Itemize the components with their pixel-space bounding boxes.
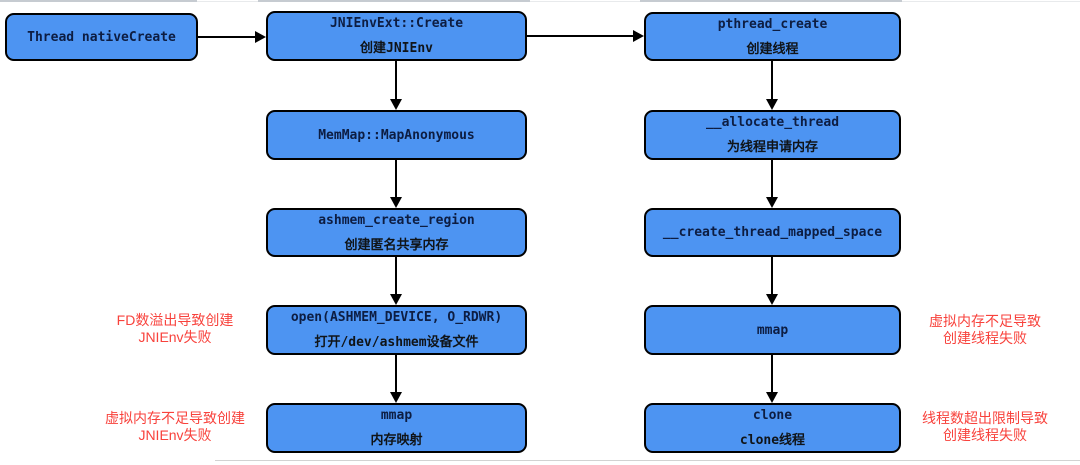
node-title: Thread nativeCreate — [27, 29, 176, 45]
arrow-memmap-to-ashmem — [390, 160, 402, 208]
annotation-line: 虚拟内存不足导致 — [929, 313, 1041, 329]
node-memmap-map-anonymous: MemMap::MapAnonymous — [266, 110, 527, 160]
annotation-line: 创建线程失败 — [943, 330, 1027, 346]
arrow-mapped-space-to-mmap — [766, 257, 778, 305]
arrow-pthread-to-allocate — [766, 61, 778, 110]
cropped-top-edge-segment — [0, 0, 197, 2]
annotation-vm-insufficient-jnienv: 虚拟内存不足导致创建 JNIEnv失败 — [80, 410, 270, 444]
node-allocate-thread: __allocate_thread 为线程申请内存 — [644, 110, 901, 160]
node-mmap-jni: mmap 内存映射 — [266, 403, 527, 453]
annotation-vm-insufficient-thread: 虚拟内存不足导致 创建线程失败 — [890, 313, 1080, 347]
node-subtitle: 打开/dev/ashmem设备文件 — [314, 335, 479, 350]
annotation-line: JNIEnv失败 — [138, 329, 212, 345]
node-title: __allocate_thread — [705, 115, 840, 130]
arrow-thread-to-jnienv — [198, 31, 266, 43]
node-title: __create_thread_mapped_space — [662, 225, 883, 240]
node-subtitle: 创建线程 — [746, 41, 799, 57]
node-ashmem-create-region: ashmem_create_region 创建匿名共享内存 — [266, 208, 527, 257]
annotation-line: 虚拟内存不足导致创建 — [105, 410, 245, 426]
annotation-fd-overflow: FD数溢出导致创建 JNIEnv失败 — [80, 312, 270, 346]
annotation-line: 创建线程失败 — [943, 427, 1027, 443]
node-subtitle: 为线程申请内存 — [726, 140, 818, 155]
node-open-ashmem-device: open(ASHMEM_DEVICE, O_RDWR) 打开/dev/ashme… — [266, 305, 527, 355]
node-mmap-thread: mmap — [644, 305, 901, 355]
cropped-top-edge-line — [0, 1, 1080, 2]
node-subtitle: clone线程 — [739, 433, 806, 448]
arrow-mmap-to-clone — [766, 355, 778, 403]
node-pthread-create: pthread_create 创建线程 — [644, 12, 901, 61]
node-subtitle: 创建JNIEnv — [360, 41, 433, 56]
node-jnienv-ext-create: JNIEnvExt::Create 创建JNIEnv — [266, 11, 527, 61]
node-create-thread-mapped-space: __create_thread_mapped_space — [644, 208, 901, 257]
cropped-bottom-edge-line — [215, 460, 1080, 461]
cropped-top-edge-segment — [640, 0, 902, 2]
node-title: mmap — [756, 322, 789, 338]
annotation-line: 线程数超出限制导致 — [922, 410, 1048, 426]
arrow-open-to-mmap — [390, 355, 402, 403]
node-title: ashmem_create_region — [318, 212, 475, 228]
node-title: MemMap::MapAnonymous — [318, 127, 475, 143]
node-clone: clone clone线程 — [644, 403, 901, 453]
node-subtitle: 创建匿名共享内存 — [344, 237, 449, 253]
arrow-ashmem-to-open — [390, 257, 402, 305]
node-title: clone — [752, 408, 793, 423]
node-title: open(ASHMEM_DEVICE, O_RDWR) — [290, 310, 503, 325]
node-subtitle: 内存映射 — [370, 433, 423, 448]
annotation-line: JNIEnv失败 — [138, 427, 212, 443]
arrow-jnienv-to-pthread — [527, 30, 644, 42]
arrow-jnienv-to-memmap — [390, 61, 402, 110]
cropped-top-edge-segment — [258, 0, 530, 2]
arrow-allocate-to-mapped-space — [766, 160, 778, 208]
node-title: pthread_create — [717, 16, 828, 32]
node-thread-native-create: Thread nativeCreate — [5, 13, 198, 61]
annotation-line: FD数溢出导致创建 — [116, 312, 234, 328]
annotation-thread-limit-exceeded: 线程数超出限制导致 创建线程失败 — [890, 410, 1080, 444]
node-title: JNIEnvExt::Create — [329, 16, 464, 31]
node-title: mmap — [380, 408, 413, 423]
